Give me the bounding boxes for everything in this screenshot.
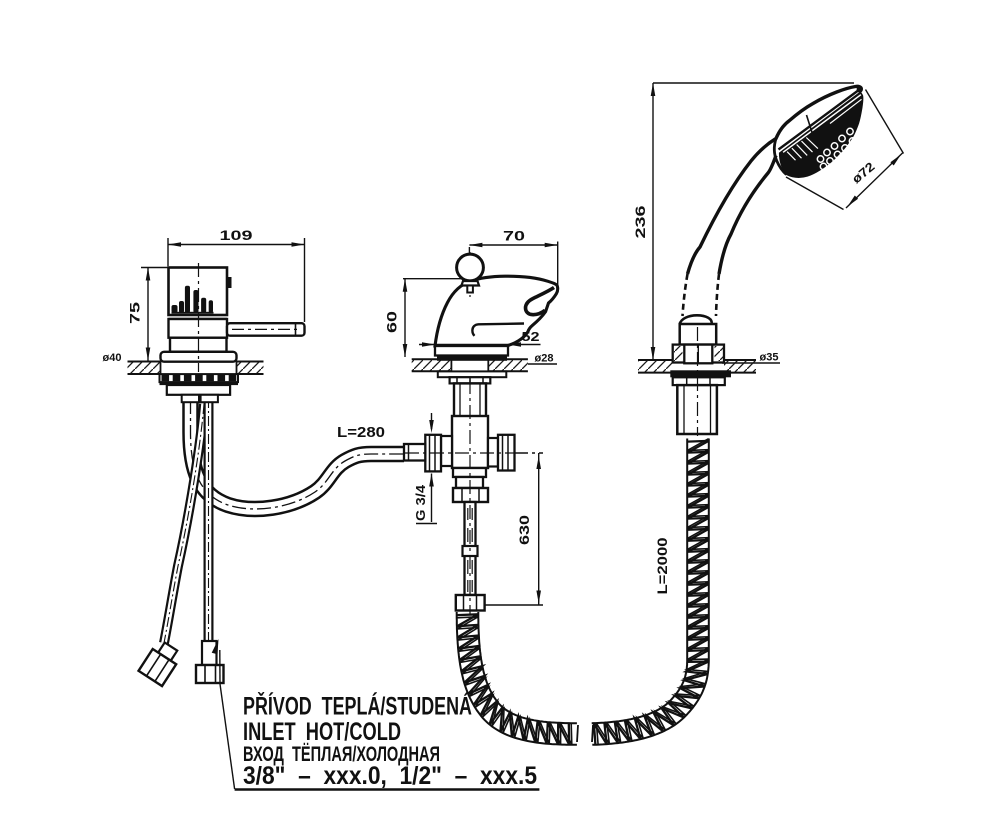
svg-text:109: 109 — [220, 228, 253, 243]
svg-text:INLET HOT/COLD: INLET HOT/COLD — [243, 718, 401, 746]
svg-text:L=2000: L=2000 — [654, 537, 670, 594]
svg-text:236: 236 — [633, 205, 648, 239]
svg-text:PŘÍVOD TEPLÁ/STUDENÁ: PŘÍVOD TEPLÁ/STUDENÁ — [243, 691, 472, 721]
svg-text:52: 52 — [522, 330, 540, 344]
svg-text:70: 70 — [503, 229, 525, 244]
svg-text:ø28: ø28 — [535, 353, 554, 365]
svg-text:3/8" – xxx.0, 1/2" – xxx.: 3/8" – xxx.0, 1/2" – xxx.5 — [243, 762, 537, 790]
svg-text:75: 75 — [128, 301, 143, 324]
svg-text:ø35: ø35 — [760, 352, 779, 364]
svg-text:L=280: L=280 — [337, 424, 385, 441]
svg-text:ВХОД ТЁПЛАЯ/ХОЛОДНАЯ: ВХОД ТЁПЛАЯ/ХОЛОДНАЯ — [243, 743, 440, 766]
svg-text:630: 630 — [517, 515, 532, 545]
svg-text:G 3/4: G 3/4 — [413, 484, 428, 521]
svg-text:60: 60 — [385, 311, 400, 333]
svg-text:ø40: ø40 — [103, 352, 122, 364]
